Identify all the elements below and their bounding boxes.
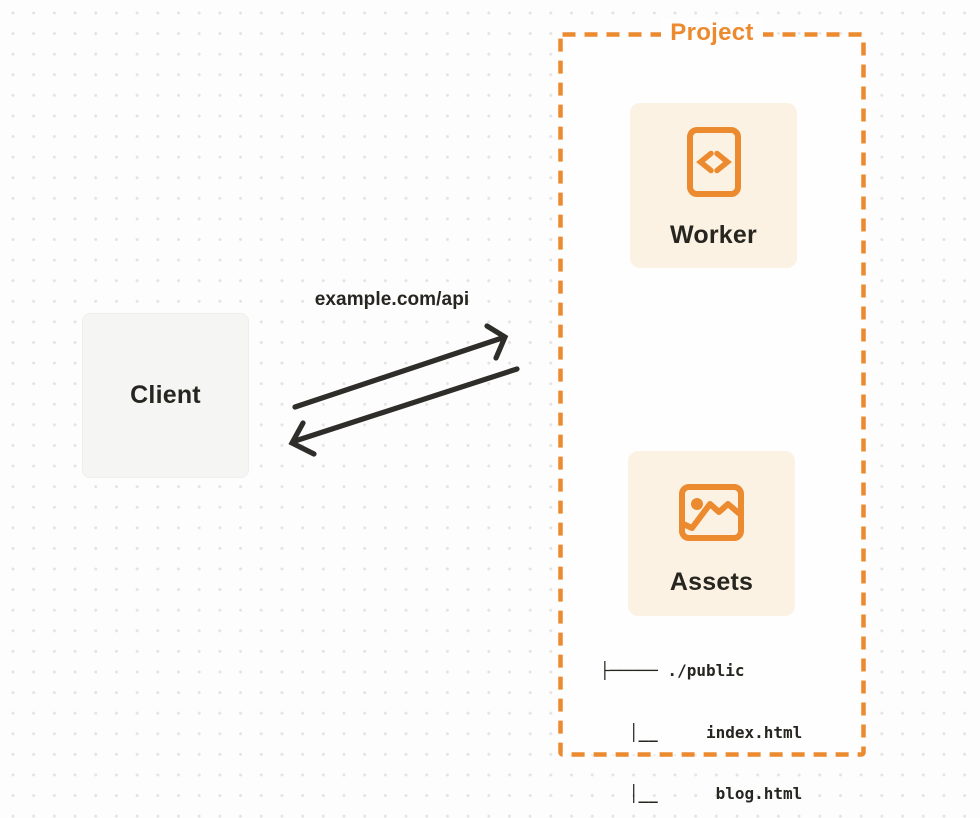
file-tree-line: │__ index.html [600, 722, 803, 742]
request-arrow [292, 323, 509, 410]
file-tree-root-line: ├───── ./public [600, 661, 745, 680]
response-arrow [288, 366, 520, 457]
client-card: Client [82, 313, 249, 478]
project-label: Project [558, 19, 866, 47]
file-tree: ├───── ./public │__ index.html │__ blog.… [600, 620, 802, 818]
code-file-icon [686, 127, 741, 197]
assets-card: Assets [628, 451, 795, 616]
worker-label: Worker [670, 221, 757, 249]
image-icon [679, 484, 744, 541]
worker-card: Worker [630, 103, 797, 268]
file-tree-line: │__ blog.html [600, 784, 803, 803]
project-label-text: Project [661, 19, 763, 47]
client-label: Client [130, 381, 201, 409]
assets-label: Assets [669, 568, 754, 596]
request-url-label: example.com/api [314, 289, 470, 310]
